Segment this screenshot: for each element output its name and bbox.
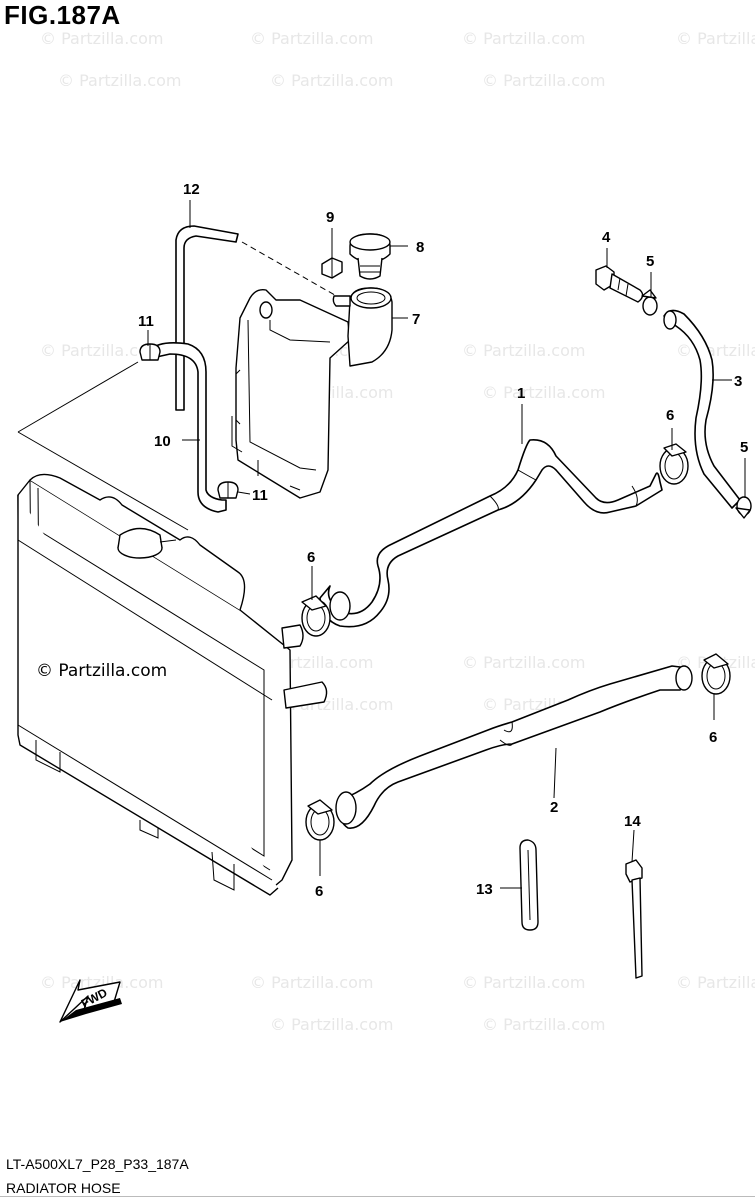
hose-clamp-6-c — [701, 653, 731, 695]
callout-3: 3 — [734, 373, 742, 390]
watermark-text: © Partzilla.com — [462, 341, 585, 360]
watermark-text: © Partzilla.com — [40, 341, 163, 360]
callout-6: 6 — [709, 729, 717, 746]
section-name: RADIATOR HOSE — [6, 1180, 121, 1196]
watermark-text: © Partzilla.com — [270, 71, 393, 90]
callout-6: 6 — [315, 883, 323, 900]
footer-divider — [0, 1196, 755, 1197]
callout-6: 6 — [307, 549, 315, 566]
callout-layer: 12 9 8 7 4 5 3 5 6 1 11 10 11 6 6 2 6 13… — [138, 181, 748, 900]
bolt-9 — [321, 257, 343, 279]
cable-tie-14 — [625, 859, 643, 979]
assembly-dashline — [241, 241, 341, 299]
watermark-text: © Partzilla.com — [482, 383, 605, 402]
watermark-text: © Partzilla.com — [462, 653, 585, 672]
callout-2: 2 — [550, 799, 558, 816]
callout-4: 4 — [602, 229, 611, 246]
callout-11: 11 — [252, 487, 268, 504]
callout-10: 10 — [154, 433, 171, 450]
reservoir-tank — [231, 288, 351, 499]
reservoir-filler-neck — [332, 287, 393, 367]
watermark-text: © Partzilla.com — [250, 973, 373, 992]
watermark-text: © Partzilla.com — [40, 29, 163, 48]
watermark-text: © Partzilla.com — [40, 973, 163, 992]
reservoir-cap — [349, 233, 391, 280]
watermark-text: © Partzilla.com — [676, 973, 755, 992]
model-code: LT-A500XL7_P28_P33_187A — [6, 1156, 189, 1172]
watermark-text: © Partzilla.com — [462, 29, 585, 48]
callout-8: 8 — [416, 239, 424, 256]
leader-line — [17, 431, 189, 531]
lower-radiator-hose-2 — [338, 665, 690, 829]
hose-clamp-6-d — [305, 799, 335, 841]
fitting-4 — [595, 265, 644, 303]
callout-6: 6 — [666, 407, 674, 424]
watermark-text: © Partzilla.com — [462, 973, 585, 992]
callout-5: 5 — [646, 253, 654, 270]
leader-line — [17, 361, 139, 433]
hose-clip-5-top — [641, 289, 658, 316]
figure-title: FIG.187A — [4, 0, 121, 30]
watermark-main: © Partzilla.com — [36, 661, 167, 681]
watermark-text: © Partzilla.com — [250, 29, 373, 48]
upper-radiator-hose-1 — [319, 439, 663, 628]
callout-12: 12 — [183, 181, 200, 198]
leader-lines — [147, 200, 746, 889]
watermark-text: © Partzilla.com — [676, 29, 755, 48]
callout-9: 9 — [326, 209, 334, 226]
callout-1: 1 — [517, 385, 525, 402]
hose-clamp-6-b — [301, 595, 331, 637]
callout-5: 5 — [740, 439, 748, 456]
callout-13: 13 — [476, 881, 493, 898]
hose-clip-11-bottom — [217, 481, 239, 499]
hose-clip-11-top — [139, 343, 161, 361]
watermark-text: © Partzilla.com — [676, 341, 755, 360]
watermark-text: © Partzilla.com — [58, 71, 181, 90]
breather-hose-12 — [175, 225, 239, 411]
callout-11: 11 — [138, 313, 154, 330]
fwd-arrow-icon: FWD — [59, 979, 122, 1023]
watermark-text: © Partzilla.com — [482, 71, 605, 90]
hose-clip-5-bottom — [735, 496, 752, 519]
overflow-hose-10 — [149, 342, 227, 513]
watermark-text: © Partzilla.com — [270, 1015, 393, 1034]
hose-clamp-6-a — [659, 443, 689, 485]
radiator — [17, 473, 328, 896]
watermark-text: © Partzilla.com — [482, 1015, 605, 1034]
callout-14: 14 — [624, 813, 641, 830]
callout-7: 7 — [412, 311, 420, 328]
hose-3 — [663, 309, 741, 509]
radiator-cap — [117, 527, 177, 559]
